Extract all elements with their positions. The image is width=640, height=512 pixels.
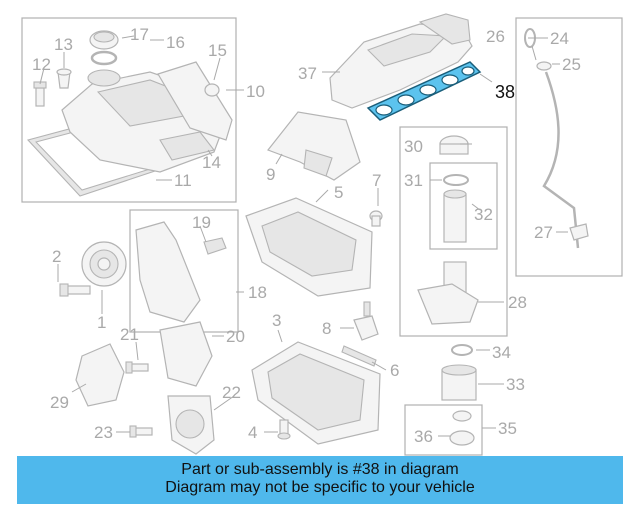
intake-manifold bbox=[329, 13, 473, 109]
label-26: 26 bbox=[486, 27, 505, 46]
label-30: 30 bbox=[404, 137, 423, 156]
label-27: 27 bbox=[534, 223, 553, 242]
label-32: 32 bbox=[474, 205, 493, 224]
label-7: 7 bbox=[372, 171, 381, 190]
grommet bbox=[56, 68, 72, 89]
label-16: 16 bbox=[166, 33, 185, 52]
oil-filler-cap bbox=[89, 30, 119, 50]
label-25: 25 bbox=[562, 55, 581, 74]
caption-line-1: Part or sub-assembly is #38 in diagram bbox=[181, 461, 459, 478]
label-34: 34 bbox=[492, 343, 511, 362]
oil-pan-bolt bbox=[369, 210, 383, 227]
upper-oil-pan bbox=[245, 197, 373, 297]
oil-filter-element bbox=[443, 189, 467, 243]
label-3: 3 bbox=[272, 311, 281, 330]
label-20: 20 bbox=[226, 327, 245, 346]
label-23: 23 bbox=[94, 423, 113, 442]
oil-filler-cap-seal bbox=[90, 50, 118, 66]
drain-plug bbox=[277, 419, 291, 440]
timing-cover bbox=[135, 221, 201, 323]
oil-cooler-housing bbox=[75, 343, 125, 407]
label-4: 4 bbox=[248, 423, 257, 442]
oil-level-sensor bbox=[353, 301, 379, 341]
label-19: 19 bbox=[192, 213, 211, 232]
label-8: 8 bbox=[322, 319, 331, 338]
caption-line-2: Diagram may not be specific to your vehi… bbox=[165, 479, 475, 496]
label-18: 18 bbox=[248, 283, 267, 302]
label-38: 38 bbox=[495, 82, 515, 102]
label-6: 6 bbox=[390, 361, 399, 380]
timing-cover-bracket bbox=[203, 237, 227, 255]
oil-cooler bbox=[441, 364, 477, 401]
crankshaft-pulley bbox=[81, 241, 127, 287]
label-22: 22 bbox=[222, 383, 241, 402]
label-24: 24 bbox=[550, 29, 569, 48]
label-35: 35 bbox=[498, 419, 517, 438]
oil-pan-gasket-strip bbox=[341, 345, 377, 367]
label-33: 33 bbox=[506, 375, 525, 394]
label-17: 17 bbox=[130, 25, 149, 44]
box-valve-cover-group bbox=[21, 17, 237, 203]
box-dipstick-group bbox=[515, 17, 623, 277]
pulley-bolt bbox=[59, 283, 91, 297]
caption-bar: Part or sub-assembly is #38 in diagram D… bbox=[17, 456, 623, 504]
oil-filter-cap-oring bbox=[443, 174, 469, 186]
dipstick-seal bbox=[536, 61, 552, 71]
oil-filter-cap bbox=[439, 135, 469, 155]
box-oil-filter-group bbox=[399, 126, 508, 337]
label-11: 11 bbox=[174, 171, 192, 190]
pcv-valve bbox=[204, 83, 220, 97]
label-15: 15 bbox=[208, 41, 227, 60]
bolt-23 bbox=[129, 425, 153, 438]
label-14: 14 bbox=[202, 153, 221, 172]
label-13: 13 bbox=[54, 35, 73, 54]
label-29: 29 bbox=[50, 393, 69, 412]
label-10: 10 bbox=[246, 82, 265, 101]
seal-ring-36 bbox=[449, 410, 475, 446]
oil-cooler-seal bbox=[451, 344, 473, 356]
intake-manifold-gasket-highlighted bbox=[366, 61, 482, 121]
label-28: 28 bbox=[508, 293, 527, 312]
dipstick-handle bbox=[524, 28, 537, 61]
box-oil-filter-element bbox=[429, 162, 498, 250]
leader-lines bbox=[39, 35, 568, 437]
label-21: 21 bbox=[120, 325, 139, 344]
dipstick-tube bbox=[542, 71, 589, 249]
rear-seal-flange bbox=[167, 395, 215, 455]
box-seal-kit bbox=[404, 404, 483, 456]
label-31: 31 bbox=[404, 171, 423, 190]
label-1: 1 bbox=[97, 313, 106, 332]
label-37: 37 bbox=[298, 64, 317, 83]
oil-baffle bbox=[267, 111, 361, 181]
label-9: 9 bbox=[266, 165, 275, 184]
lower-oil-pan bbox=[251, 341, 381, 445]
lower-timing-cover bbox=[159, 321, 213, 387]
breather-housing bbox=[157, 61, 233, 141]
label-5: 5 bbox=[334, 183, 343, 202]
oil-filter-housing bbox=[417, 261, 479, 325]
label-12: 12 bbox=[32, 55, 51, 74]
timing-bolt bbox=[125, 361, 149, 374]
label-2: 2 bbox=[52, 247, 61, 266]
label-36: 36 bbox=[414, 427, 433, 446]
stud-bolt bbox=[33, 81, 47, 107]
